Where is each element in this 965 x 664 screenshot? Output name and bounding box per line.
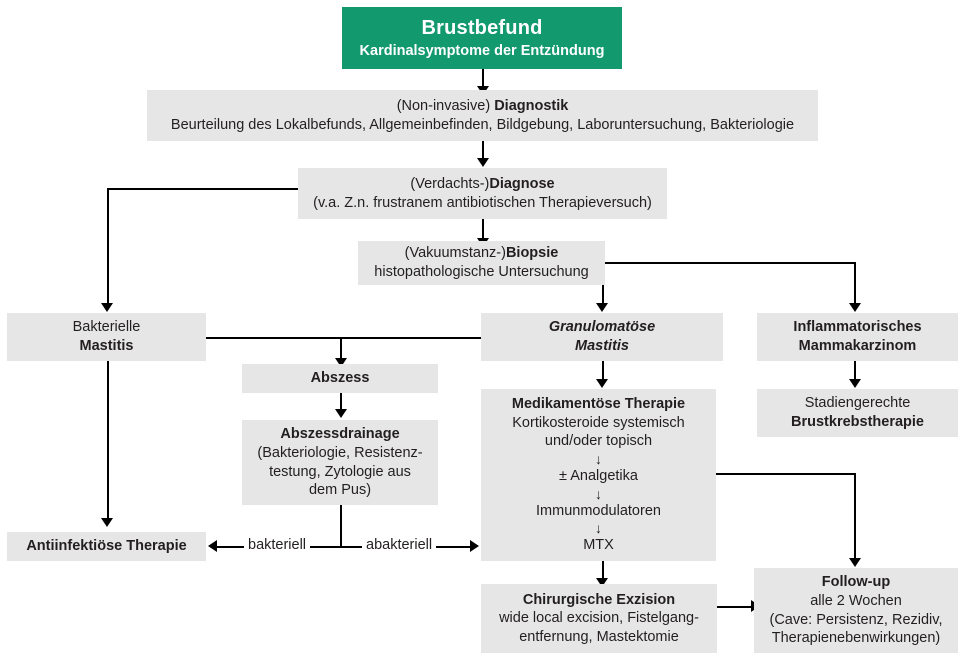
node-stadiengerechte-brustkrebstherapie-line1: Stadiengerechte [804,395,911,412]
node-chirurgische-exzision-line2: wide local excision, Fistelgang- [499,610,699,627]
node-medikamentoese-therapie-line2: Kortikosteroide systemisch [512,414,685,431]
node-brustbefund-title: Brustbefund [421,16,543,39]
node-diagnostik-line2: Beurteilung des Lokalbefunds, Allgemeinb… [170,116,795,133]
node-diagnose-line1-normal: (Verdachts-) [410,175,490,192]
arrowhead-abszess [335,358,347,367]
node-follow-up-line2: alle 2 Wochen [810,592,902,609]
connector-diagnose-to-left-rail [107,188,298,190]
node-medikamentoese-therapie-arrow1-icon: ↓ [595,450,602,467]
connector-right-rail-down [854,262,856,306]
node-diagnose[interactable]: (Verdachts-)Diagnose (v.a. Z.n. frustran… [298,168,667,219]
connector-granulomatoese-medikamentoese [602,361,604,382]
node-brustbefund-subtitle: Kardinalsymptome der Entzündung [359,42,605,59]
node-chirurgische-exzision-line1: Chirurgische Exzision [522,591,676,608]
node-brustbefund[interactable]: Brustbefund Kardinalsymptome der Entzünd… [342,7,622,69]
node-biopsie[interactable]: (Vakuumstanz-)Biopsie histopathologische… [358,241,605,285]
node-abszessdrainage[interactable]: Abszessdrainage (Bakteriologie, Resisten… [242,420,438,505]
connector-followup-rail-down [854,473,856,561]
node-inflammatorisches-mammakarzinom-line1: Inflammatorisches [793,319,922,336]
node-follow-up-line1: Follow-up [821,574,891,591]
node-diagnostik-line1-normal: (Non-invasive) [396,97,495,114]
node-medikamentoese-therapie-line4: ± Analgetika [559,467,638,484]
edge-label-abakteriell: abakteriell [362,537,437,553]
connector-brustbefund-diagnostik [482,69,484,89]
node-granulomatoese-mastitis-line1: Granulomatöse [548,319,656,336]
arrowhead-inflammatorisches-mammakarzinom [849,303,861,312]
node-medikamentoese-therapie[interactable]: Medikamentöse Therapie Kortikosteroide s… [481,389,716,561]
node-abszessdrainage-line1: Abszessdrainage [280,426,400,443]
node-bakterielle-mastitis-line1: Bakterielle [72,319,141,336]
node-medikamentoese-therapie-line1: Medikamentöse Therapie [511,396,686,413]
node-diagnostik[interactable]: (Non-invasive) Diagnostik Beurteilung de… [147,90,818,141]
node-diagnostik-line1-bold: Diagnostik [494,97,569,114]
node-stadiengerechte-brustkrebstherapie[interactable]: Stadiengerechte Brustkrebstherapie [757,389,958,437]
node-medikamentoese-therapie-line5: Immunmodulatoren [536,502,661,519]
node-medikamentoese-therapie-arrow3-icon: ↓ [595,520,602,537]
node-follow-up-line4: Therapienebenwirkungen) [771,630,941,647]
node-antiinfektioese-therapie[interactable]: Antiinfektiöse Therapie [7,532,206,561]
connector-bakterielle-to-antiinfektioese [107,361,109,521]
node-diagnose-line1: (Verdachts-)Diagnose [410,175,554,194]
connector-bakterielle-to-granulomatoese-rail [206,337,481,339]
connector-inflammatorisches-stadiengerechte [854,361,856,382]
connector-diagnose-biopsie [482,219,484,241]
arrowhead-antiinfektioese-therapie [101,518,113,527]
arrowhead-diagnose [477,158,489,167]
node-medikamentoese-therapie-line6: MTX [583,537,614,554]
node-diagnostik-line1: (Non-invasive) Diagnostik [397,97,569,116]
arrowhead-chirurgische-exzision [596,578,608,587]
connector-medikamentoese-chirurgische [602,561,604,582]
node-abszessdrainage-line2: (Bakteriologie, Resistenz- [257,444,423,461]
connector-medikamentoese-to-followup-rail [716,473,855,475]
node-medikamentoese-therapie-arrow2-icon: ↓ [595,485,602,502]
connector-biopsie-granulomatoese [602,285,604,306]
arrowhead-bakterielle-mastitis [101,303,113,312]
node-follow-up-line3: (Cave: Persistenz, Rezidiv, [769,611,943,628]
node-medikamentoese-therapie-line3: und/oder topisch [544,433,653,450]
node-chirurgische-exzision[interactable]: Chirurgische Exzision wide local excisio… [481,584,717,653]
connector-biopsie-to-right-rail [596,262,855,264]
node-stadiengerechte-brustkrebstherapie-line2: Brustkrebstherapie [791,414,924,430]
node-abszess[interactable]: Abszess [242,364,438,393]
connector-diagnostik-diagnose [482,141,484,161]
node-follow-up[interactable]: Follow-up alle 2 Wochen (Cave: Persisten… [754,568,958,653]
node-biopsie-line1-normal: (Vakuumstanz-) [404,245,506,262]
node-abszessdrainage-line4: dem Pus) [308,482,372,499]
node-bakterielle-mastitis-line2: Mastitis [79,338,134,354]
arrowhead-medikamentoese-therapie [596,379,608,388]
node-abszessdrainage-line3: testung, Zytologie aus [269,463,411,480]
connector-rail-to-abszess [340,337,342,361]
arrowhead-abakteriell-right [470,540,479,552]
arrowhead-follow-up [849,558,861,567]
node-bakterielle-mastitis[interactable]: Bakterielle Mastitis [7,313,206,361]
edge-label-bakteriell: bakteriell [244,537,311,553]
node-biopsie-line1: (Vakuumstanz-)Biopsie [405,244,559,263]
arrowhead-abszessdrainage [335,409,347,418]
arrowhead-bakteriell-left [208,540,217,552]
connector-abszess-abszessdrainage [340,393,342,411]
node-granulomatoese-mastitis-line2: Mastitis [575,338,629,354]
arrowhead-granulomatoese-mastitis [596,303,608,312]
node-inflammatorisches-mammakarzinom-line2: Mammakarzinom [798,338,917,354]
node-chirurgische-exzision-line3: entfernung, Mastektomie [519,628,679,645]
connector-abszessdrainage-down [340,505,342,546]
node-antiinfektioese-therapie-line1: Antiinfektiöse Therapie [26,538,187,555]
node-diagnose-line2: (v.a. Z.n. frustranem antibiotischen The… [313,194,652,211]
node-biopsie-line1-bold: Biopsie [505,245,559,262]
connector-chirurgische-followup [717,606,754,608]
node-granulomatoese-mastitis[interactable]: Granulomatöse Mastitis [481,313,723,361]
node-abszess-line1: Abszess [310,370,370,387]
connector-left-rail-down [107,188,109,306]
arrowhead-stadiengerechte-brustkrebstherapie [849,379,861,388]
node-biopsie-line2: histopathologische Untersuchung [374,264,589,280]
node-diagnose-line1-bold: Diagnose [489,175,555,192]
node-inflammatorisches-mammakarzinom[interactable]: Inflammatorisches Mammakarzinom [757,313,958,361]
